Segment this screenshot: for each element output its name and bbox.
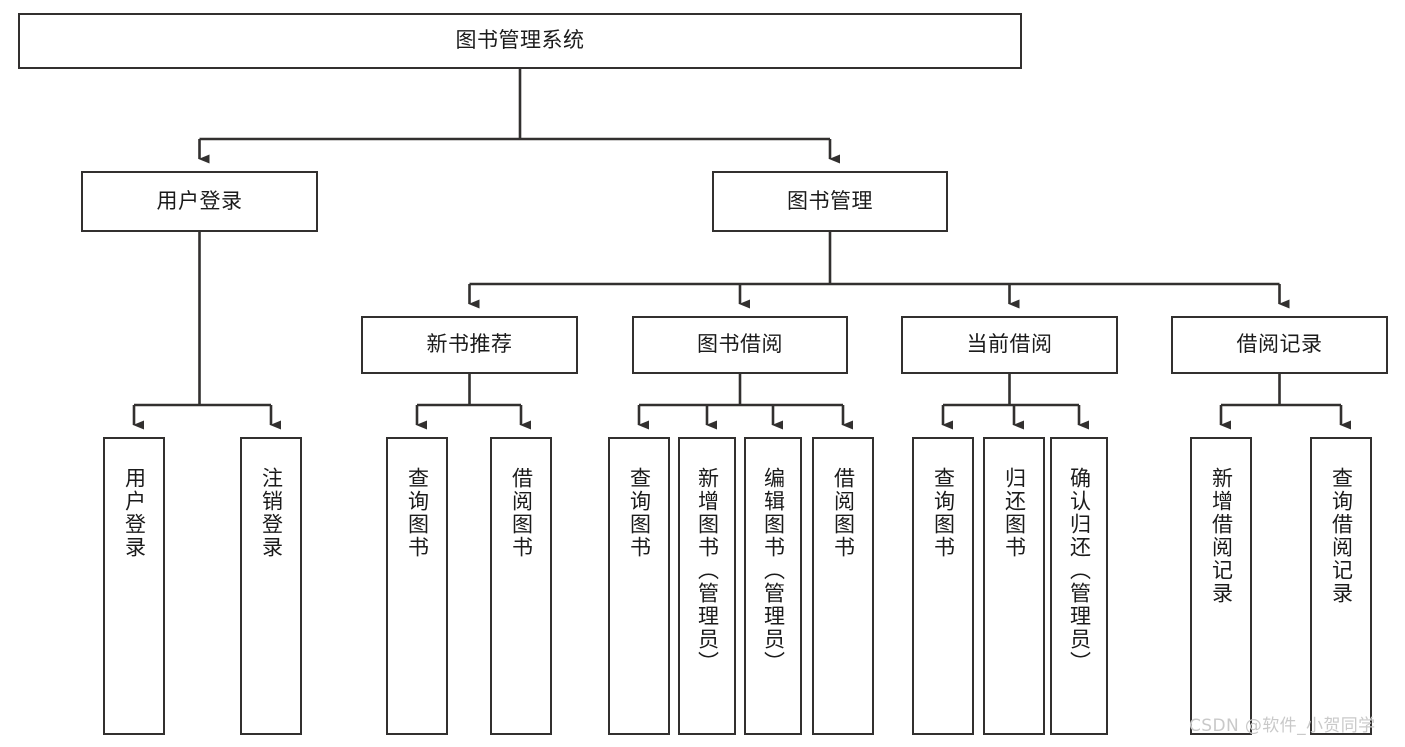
node-book-borrow-label: 图书借阅 — [697, 332, 783, 357]
node-new-book-recommend[interactable]: 新书推荐 — [361, 316, 578, 374]
leaf-add-borrow-record-label: 新增借阅记录 — [1209, 467, 1234, 605]
node-root-label: 图书管理系统 — [455, 28, 585, 53]
leaf-edit-book-admin-label: 编辑图书（管理员） — [761, 467, 786, 674]
node-current-borrow-label: 当前借阅 — [966, 332, 1053, 357]
leaf-borrow-book-1-label: 借阅图书 — [509, 467, 534, 559]
leaf-query-borrow-record[interactable]: 查询借阅记录 — [1310, 437, 1372, 735]
leaf-user-logout[interactable]: 注销登录 — [240, 437, 302, 735]
leaf-add-book-admin[interactable]: 新增图书（管理员） — [678, 437, 736, 735]
leaf-user-logout-label: 注销登录 — [259, 467, 284, 559]
leaf-user-login[interactable]: 用户登录 — [103, 437, 165, 735]
leaf-query-borrow-record-label: 查询借阅记录 — [1329, 467, 1354, 605]
node-root[interactable]: 图书管理系统 — [18, 13, 1022, 69]
node-borrow-record-label: 借阅记录 — [1236, 332, 1323, 357]
leaf-query-book-1[interactable]: 查询图书 — [386, 437, 448, 735]
leaf-borrow-book-1[interactable]: 借阅图书 — [490, 437, 552, 735]
leaf-confirm-return-admin[interactable]: 确认归还（管理员） — [1050, 437, 1108, 735]
leaf-add-book-admin-label: 新增图书（管理员） — [695, 467, 720, 674]
leaf-query-book-2-label: 查询图书 — [627, 467, 652, 559]
node-book-manage-label: 图书管理 — [787, 188, 873, 213]
node-book-borrow[interactable]: 图书借阅 — [632, 316, 848, 374]
leaf-return-book-label: 归还图书 — [1002, 467, 1027, 559]
node-new-book-recommend-label: 新书推荐 — [426, 332, 513, 357]
leaf-query-book-2[interactable]: 查询图书 — [608, 437, 670, 735]
leaf-add-borrow-record[interactable]: 新增借阅记录 — [1190, 437, 1252, 735]
leaf-return-book[interactable]: 归还图书 — [983, 437, 1045, 735]
leaf-edit-book-admin[interactable]: 编辑图书（管理员） — [744, 437, 802, 735]
leaf-query-book-3[interactable]: 查询图书 — [912, 437, 974, 735]
node-user-login-label: 用户登录 — [156, 188, 243, 213]
node-book-manage[interactable]: 图书管理 — [712, 171, 948, 232]
node-borrow-record[interactable]: 借阅记录 — [1171, 316, 1388, 374]
node-current-borrow[interactable]: 当前借阅 — [901, 316, 1118, 374]
leaf-user-login-label: 用户登录 — [122, 467, 147, 559]
node-user-login[interactable]: 用户登录 — [81, 171, 318, 232]
leaf-borrow-book-2[interactable]: 借阅图书 — [812, 437, 874, 735]
leaf-confirm-return-admin-label: 确认归还（管理员） — [1067, 467, 1092, 674]
csdn-watermark: CSDN @软件_小贺同学 — [1189, 716, 1376, 736]
leaf-query-book-1-label: 查询图书 — [405, 467, 430, 559]
leaf-borrow-book-2-label: 借阅图书 — [831, 467, 856, 559]
leaf-query-book-3-label: 查询图书 — [931, 467, 956, 559]
